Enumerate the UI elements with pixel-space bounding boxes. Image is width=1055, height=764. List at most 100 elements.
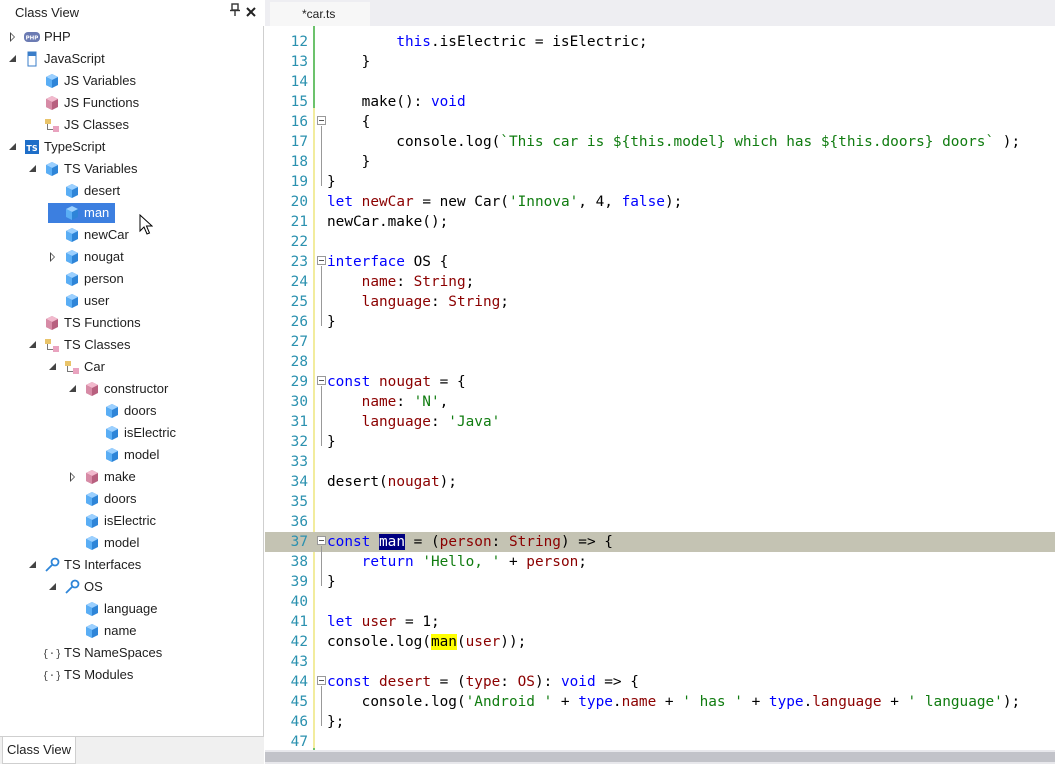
code-line[interactable]: 18 } [265,152,1055,172]
code-line[interactable]: 35 [265,492,1055,512]
code-line[interactable]: 14 [265,72,1055,92]
tree-node-name[interactable]: name [68,621,143,641]
code-editor[interactable]: 12 this.isElectric = isElectric;13 } 14 15… [265,26,1055,750]
collapse-arrow-icon[interactable] [8,49,18,69]
tree-node-ts-functions[interactable]: TS Functions [28,313,147,333]
tree-node-make[interactable]: make [68,467,142,487]
tree-node-js-classes[interactable]: JS Classes [28,115,135,135]
tree-node-iselectric[interactable]: isElectric [88,423,182,443]
tab-class-view[interactable]: Class View [2,737,76,764]
code-line[interactable]: 28 [265,352,1055,372]
change-margin-unsaved [313,108,315,748]
code-line[interactable]: 39} [265,572,1055,592]
line-number: 21 [290,214,308,230]
tab-car-ts[interactable]: *car.ts [270,2,370,26]
code-line[interactable]: 27 [265,332,1055,352]
pin-icon[interactable] [228,3,242,21]
line-number: 36 [290,514,308,530]
code-line[interactable]: 13 } [265,52,1055,72]
tree-node-desert[interactable]: desert [48,181,126,201]
code-line[interactable]: 31 language: 'Java' [265,412,1055,432]
collapse-arrow-icon[interactable] [28,159,38,179]
tree-node-js-variables[interactable]: JS Variables [28,71,142,91]
tree-node-ts-namespaces[interactable]: {·}TS NameSpaces [28,643,168,663]
collapse-arrow-icon[interactable] [28,335,38,355]
tree-node-javascript[interactable]: JavaScript [8,49,111,69]
fold-toggle-icon[interactable] [317,116,326,125]
fold-toggle-icon[interactable] [317,536,326,545]
tree-node-person[interactable]: person [48,269,130,289]
expand-arrow-icon[interactable] [48,247,58,267]
code-line[interactable]: 36 [265,512,1055,532]
tree-node-js-functions[interactable]: JS Functions [28,93,145,113]
tree-node-newcar[interactable]: newCar [48,225,135,245]
code-text: } [327,432,336,452]
code-line[interactable]: 25 language: String; [265,292,1055,312]
tree-node-label: isElectric [124,425,177,440]
collapse-arrow-icon[interactable] [8,137,18,157]
scrollbar-thumb[interactable] [265,752,1055,762]
code-line[interactable]: 47 [265,732,1055,750]
code-line[interactable]: 33 [265,452,1055,472]
code-token: String [448,294,501,310]
variable-icon [64,293,80,309]
tree-node-ts-interfaces[interactable]: TS Interfaces [28,555,147,575]
tree-node-ts-classes[interactable]: TS Classes [28,335,136,355]
tree-node-language[interactable]: language [68,599,164,619]
tree-node-model[interactable]: model [88,445,165,465]
tree-node-car[interactable]: Car [48,357,111,377]
code-line[interactable]: 32} [265,432,1055,452]
code-line[interactable]: 24 name: String; [265,272,1055,292]
tree-node-nougat[interactable]: nougat [48,247,130,267]
code-line[interactable]: 17 console.log(`This car is ${this.model… [265,132,1055,152]
code-line[interactable]: 12 this.isElectric = isElectric; [265,32,1055,52]
tree-node-ts-variables[interactable]: TS Variables [28,159,143,179]
code-token: ' has ' [682,694,743,710]
code-line[interactable]: 22 [265,232,1055,252]
code-line[interactable]: 30 name: 'N', [265,392,1055,412]
code-line[interactable]: 26} [265,312,1055,332]
code-line[interactable]: 16 { [265,112,1055,132]
code-line[interactable]: 43 [265,652,1055,672]
expand-arrow-icon[interactable] [8,27,18,47]
code-line[interactable]: 19} [265,172,1055,192]
code-line[interactable]: 40 [265,592,1055,612]
tree-node-constructor[interactable]: constructor [68,379,174,399]
collapse-arrow-icon[interactable] [48,577,58,597]
code-line[interactable]: 46}; [265,712,1055,732]
tree-node-man[interactable]: man [48,203,116,223]
tree-node-label: newCar [84,227,129,242]
close-icon[interactable] [244,3,258,21]
tree-node-model[interactable]: model [68,533,145,553]
tree-node-ts-modules[interactable]: {·}TS Modules [28,665,139,685]
line-number: 28 [290,354,308,370]
expand-arrow-icon[interactable] [68,467,78,487]
tree-node-os[interactable]: OS [48,577,109,597]
fold-toggle-icon[interactable] [317,256,326,265]
horizontal-scrollbar[interactable] [265,750,1055,764]
collapse-arrow-icon[interactable] [28,555,38,575]
tree-node-user[interactable]: user [48,291,115,311]
tree-node-doors[interactable]: doors [88,401,163,421]
fold-toggle-icon[interactable] [317,676,326,685]
fold-toggle-icon[interactable] [317,376,326,385]
line-number: 14 [290,74,308,90]
code-line[interactable]: 38 return 'Hello, ' + person; [265,552,1055,572]
tree-node-doors[interactable]: doors [68,489,143,509]
collapse-arrow-icon[interactable] [68,379,78,399]
code-line[interactable]: 45 console.log('Android ' + type.name + … [265,692,1055,712]
tree-node-iselectric[interactable]: isElectric [68,511,162,531]
code-line[interactable]: 15 make(): void [265,92,1055,112]
collapse-arrow-icon[interactable] [48,357,58,377]
